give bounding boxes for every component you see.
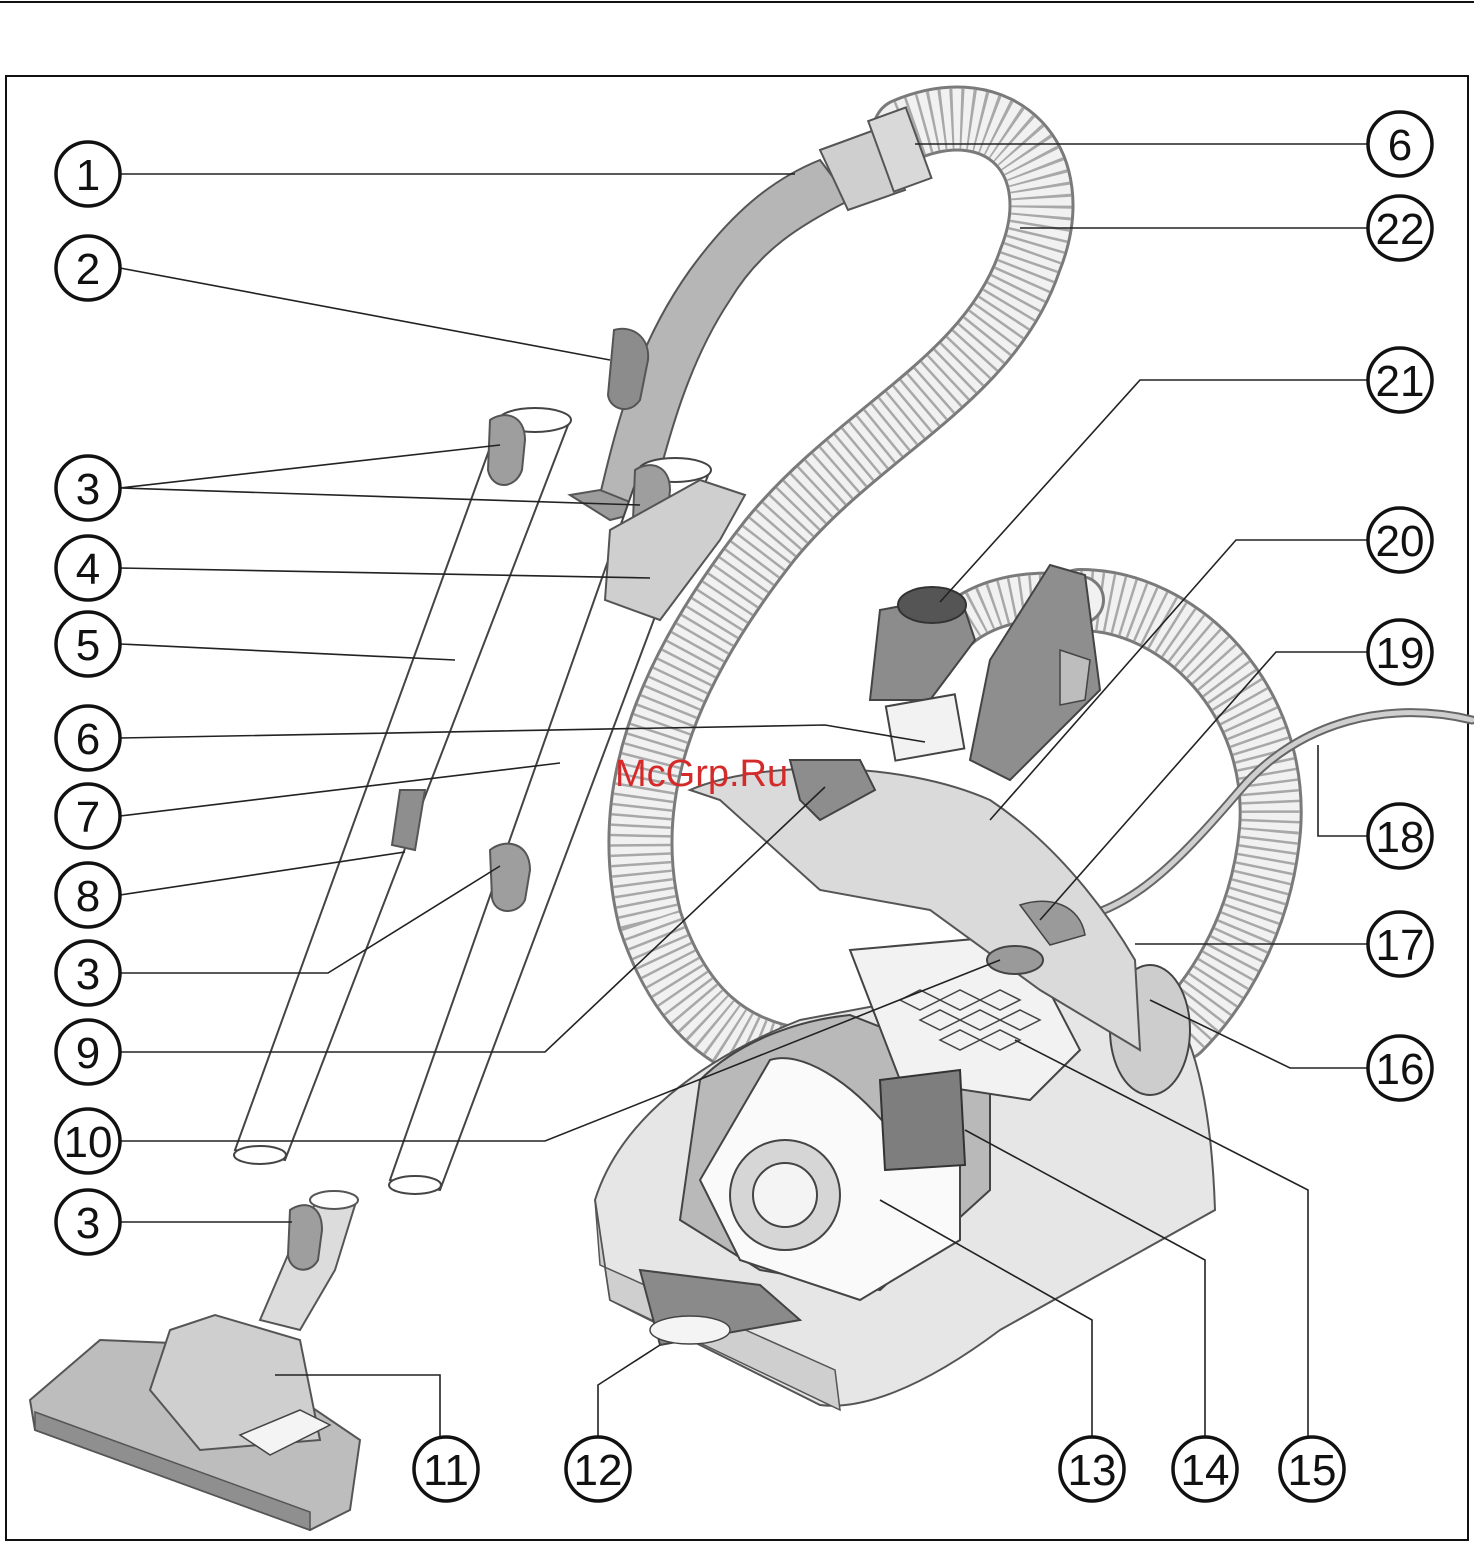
callout-label: 14 xyxy=(1181,1446,1230,1495)
callout-label: 5 xyxy=(76,621,100,670)
callout-8: 8 xyxy=(56,863,120,927)
callout-label: 2 xyxy=(76,245,100,294)
callout-6b: 6 xyxy=(1368,112,1432,176)
callout-9: 9 xyxy=(56,1020,120,1084)
callout-label: 3 xyxy=(76,1199,100,1248)
callout-label: 17 xyxy=(1376,921,1425,970)
callout-1: 1 xyxy=(56,142,120,206)
callout-label: 8 xyxy=(76,872,100,921)
callout-14: 14 xyxy=(1173,1437,1237,1501)
callout-10: 10 xyxy=(56,1109,120,1173)
callout-20: 20 xyxy=(1368,508,1432,572)
callout-label: 4 xyxy=(76,545,100,594)
callout-13: 13 xyxy=(1060,1437,1124,1501)
callout-label: 20 xyxy=(1376,517,1425,566)
callout-7: 7 xyxy=(56,784,120,848)
callout-label: 19 xyxy=(1376,629,1425,678)
callout-label: 3 xyxy=(76,950,100,999)
callout-21: 21 xyxy=(1368,348,1432,412)
callout-3a: 3 xyxy=(56,456,120,520)
callout-3b: 3 xyxy=(56,941,120,1005)
callout-label: 11 xyxy=(423,1446,469,1495)
callout-label: 9 xyxy=(76,1029,100,1078)
callout-2: 2 xyxy=(56,236,120,300)
callout-4: 4 xyxy=(56,536,120,600)
callout-label: 21 xyxy=(1376,357,1425,406)
callout-17: 17 xyxy=(1368,912,1432,976)
callout-label: 13 xyxy=(1068,1446,1117,1495)
callout-18: 18 xyxy=(1368,804,1432,868)
watermark: McGrp.Ru xyxy=(615,753,788,795)
callout-label: 16 xyxy=(1376,1045,1425,1094)
callout-3c: 3 xyxy=(56,1190,120,1254)
callout-label: 15 xyxy=(1288,1446,1337,1495)
callout-19: 19 xyxy=(1368,620,1432,684)
callout-16: 16 xyxy=(1368,1036,1432,1100)
callout-22: 22 xyxy=(1368,196,1432,260)
callout-12: 12 xyxy=(566,1437,630,1501)
callout-label: 18 xyxy=(1376,813,1425,862)
callout-label: 10 xyxy=(64,1118,113,1167)
callout-label: 3 xyxy=(76,465,100,514)
callout-label: 12 xyxy=(574,1446,623,1495)
callout-label: 22 xyxy=(1376,205,1425,254)
vacuum-body xyxy=(595,760,1215,1410)
callout-label: 6 xyxy=(1388,121,1412,170)
callout-11: 11 xyxy=(414,1437,478,1501)
callout-6a: 6 xyxy=(56,706,120,770)
callout-label: 7 xyxy=(76,793,100,842)
callout-5: 5 xyxy=(56,612,120,676)
callout-label: 6 xyxy=(76,715,100,764)
callout-label: 1 xyxy=(76,151,100,200)
callout-15: 15 xyxy=(1280,1437,1344,1501)
